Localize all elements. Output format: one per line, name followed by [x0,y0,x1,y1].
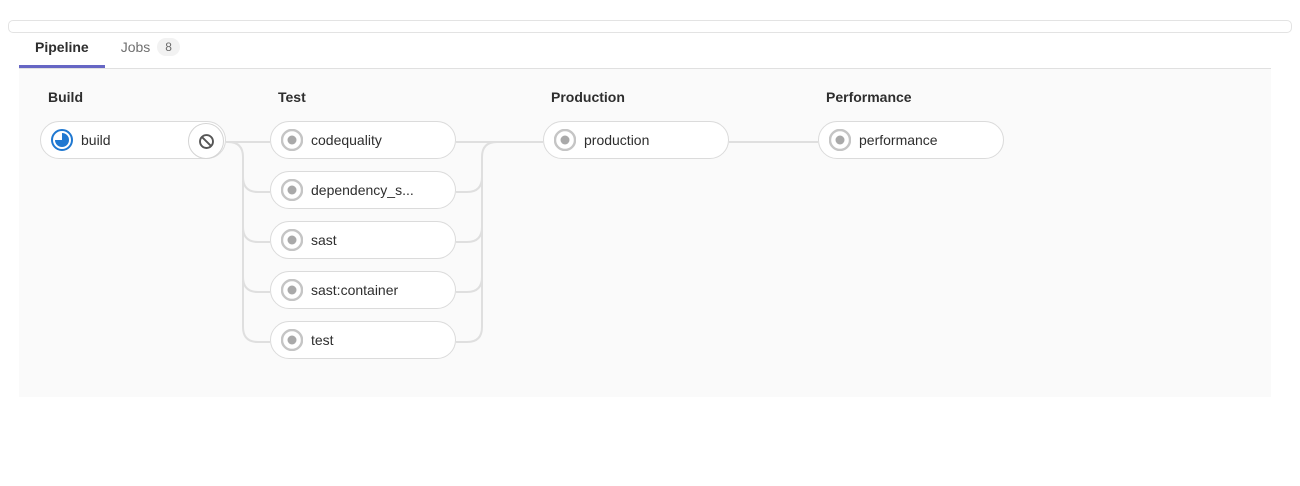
status-created-icon [281,279,303,301]
job-label: test [311,332,334,348]
job-label: codequality [311,132,382,148]
connector-sast-trunk [456,226,483,243]
status-created-icon [281,329,303,351]
status-created-icon [281,129,303,151]
job-label: dependency_s... [311,182,414,198]
stage-title-build: Build [48,89,83,105]
connector-branch-dependency [242,176,270,193]
status-created-icon [829,129,851,151]
connector-test-trunk-production [456,141,498,343]
job-label: sast [311,232,337,248]
job-label: sast:container [311,282,399,298]
jobs-count-badge: 8 [157,38,180,56]
stage-title-performance: Performance [826,89,912,105]
cancel-icon [198,133,215,150]
job-label: performance [859,132,938,148]
job-label: production [584,132,650,148]
stage-title-production: Production [551,89,625,105]
cancel-job-button[interactable] [188,123,224,159]
tab-jobs[interactable]: Jobs 8 [105,28,196,68]
connector-branch-sast [242,226,270,243]
job-pill-performance[interactable]: performance [818,121,1004,159]
job-pill-build[interactable]: build [40,121,226,159]
job-pill-sast[interactable]: sast [270,221,456,259]
stage-column-build: Build build [40,69,226,171]
tab-pipeline-label: Pipeline [35,39,89,55]
pipeline-connector-lines [226,141,818,343]
status-created-icon [281,229,303,251]
stage-column-production: Production production [543,69,729,171]
connector-dependency-trunk [456,176,483,193]
job-pill-dependency-s[interactable]: dependency_s... [270,171,456,209]
pipeline-tabs: Pipeline Jobs 8 [19,28,1271,69]
stage-column-test: Test codequality dependency_s...sast sast:c… [270,69,456,371]
job-pill-sast-container[interactable]: sast:container [270,271,456,309]
job-label: build [81,132,111,148]
connector-sast-container-trunk [456,276,483,293]
tab-pipeline[interactable]: Pipeline [19,29,105,68]
connector-build-trunk-test [227,141,270,343]
stage-title-test: Test [278,89,306,105]
tab-jobs-label: Jobs [120,38,151,55]
status-created-icon [554,129,576,151]
job-pill-test[interactable]: test [270,321,456,359]
connector-branch-sast-container [242,276,270,293]
job-pill-codequality[interactable]: codequality [270,121,456,159]
status-created-icon [281,179,303,201]
status-running-icon [51,129,73,151]
job-pill-production[interactable]: production [543,121,729,159]
stage-column-performance: Performance performance [818,69,1004,171]
previous-card-bottom-edge [8,20,1292,33]
pipeline-graph: Build build Test codequality dependency_s...… [19,69,1271,397]
